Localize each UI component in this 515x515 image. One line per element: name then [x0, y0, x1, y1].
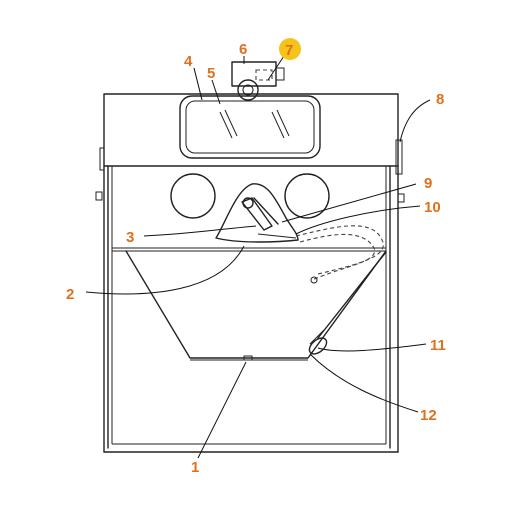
- leader-5: [211, 79, 221, 105]
- callout-4: 4: [184, 53, 193, 70]
- callout-8: 8: [436, 91, 444, 108]
- leader-3: [143, 225, 257, 237]
- callout-3: 3: [126, 229, 134, 246]
- callout-1: 1: [191, 459, 199, 476]
- leader-12: [309, 353, 419, 413]
- hopper: [125, 250, 387, 361]
- callout-labels: 1 2 3 4 5 6 7 8 9 10 11 12: [66, 41, 446, 476]
- leader-lines: [85, 55, 431, 459]
- leader-11: [317, 343, 427, 352]
- cabinet-body: [95, 93, 405, 453]
- callout-7: 7: [285, 42, 293, 59]
- hoses: [295, 225, 384, 284]
- callout-11: 11: [430, 337, 446, 354]
- leader-2: [85, 245, 245, 295]
- blast-gun: [215, 183, 299, 243]
- leader-8: [399, 99, 431, 143]
- callout-6: 6: [239, 41, 247, 58]
- leader-4: [193, 67, 203, 101]
- callout-12: 12: [420, 407, 437, 424]
- callout-2: 2: [66, 286, 74, 303]
- leader-1: [197, 361, 247, 459]
- callout-10: 10: [424, 199, 441, 216]
- leader-10: [295, 205, 421, 235]
- callout-9: 9: [424, 175, 432, 192]
- viewing-window: [179, 95, 321, 159]
- pickup-tube: [308, 251, 387, 355]
- glove-ports: [170, 173, 330, 219]
- light-assembly: [231, 61, 285, 101]
- leader-9: [281, 183, 417, 223]
- callout-7-highlight: [279, 38, 301, 60]
- leader-7: [267, 55, 285, 81]
- callout-5: 5: [207, 65, 215, 82]
